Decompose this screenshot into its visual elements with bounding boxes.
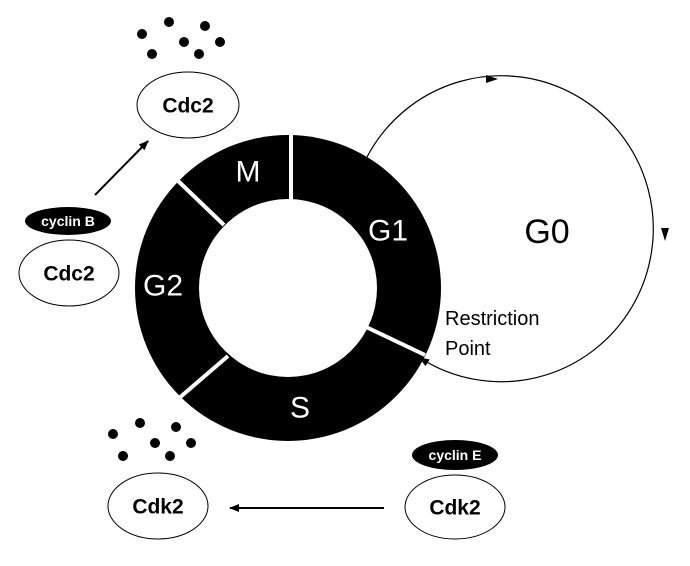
g0-loop-arc <box>366 75 654 383</box>
degraded-cyclin-e-dots <box>108 418 196 461</box>
phase-m-label: M <box>236 156 261 189</box>
divider-g2-m <box>173 176 226 227</box>
cyclin-e-label: cyclin E <box>429 447 482 463</box>
divider-g1-s <box>363 324 426 357</box>
phase-g1-label: G1 <box>368 215 408 248</box>
arrow-cdc2-release <box>94 140 149 196</box>
phase-g2-label: G2 <box>143 270 183 303</box>
free-cdc2-label: Cdc2 <box>162 95 213 118</box>
g0-label: G0 <box>524 213 569 251</box>
cyclin-e-ellipse <box>412 440 498 470</box>
free-cdk2-label: Cdk2 <box>132 496 183 519</box>
divider-s-g2 <box>176 354 230 401</box>
degraded-cyclin-b-dots <box>137 17 225 59</box>
cyclin-b-ellipse <box>25 207 111 235</box>
phase-s-label: S <box>290 392 310 425</box>
g0-arrow-top <box>486 75 498 83</box>
cdc2-complex-label: Cdc2 <box>43 263 94 286</box>
free-cdc2-ellipse <box>136 71 240 139</box>
cdc2-complex-ellipse <box>18 239 120 307</box>
restriction-point-line1: Restriction <box>445 308 539 330</box>
restriction-point-line2: Point <box>445 338 491 360</box>
cell-cycle-ring: M G1 G2 S <box>135 130 441 441</box>
cdk2-complex-label: Cdk2 <box>429 497 480 520</box>
free-cdk2-ellipse <box>107 472 209 540</box>
cdk2-complex-ellipse <box>404 474 506 540</box>
g0-arrow-right <box>661 228 669 241</box>
cyclin-b-label: cyclin B <box>41 213 95 229</box>
